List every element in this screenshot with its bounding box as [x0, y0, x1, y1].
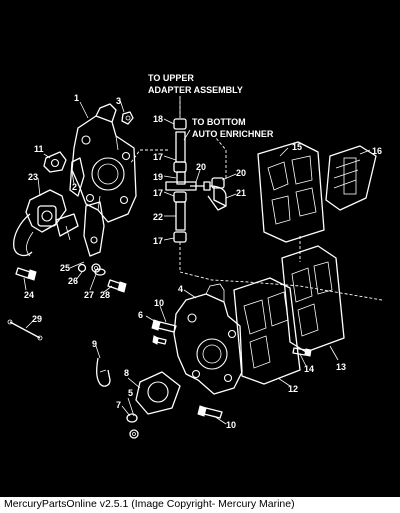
arrow-bottom	[183, 129, 191, 141]
callout-17c: 17	[153, 236, 163, 246]
reed-block-16	[325, 145, 377, 211]
callout-3: 3	[116, 96, 121, 106]
callout-12: 12	[288, 384, 298, 394]
callout-7: 7	[116, 400, 121, 410]
fasteners-lower	[126, 319, 223, 439]
callout-6: 6	[138, 310, 143, 320]
callout-21: 21	[236, 188, 246, 198]
caption-upper-line1: TO UPPER	[148, 73, 194, 83]
callout-10b: 10	[226, 420, 236, 430]
footer-bar: MercuryPartsOnline v2.5.1 (Image Copyrig…	[0, 497, 400, 513]
callout-26: 26	[68, 276, 78, 286]
callout-19: 19	[153, 172, 163, 182]
copyright-text: MercuryPartsOnline v2.5.1 (Image Copyrig…	[4, 498, 295, 510]
callout-8: 8	[124, 368, 129, 378]
reed-gasket-15	[257, 141, 325, 243]
callout-25: 25	[60, 263, 70, 273]
callout-22: 22	[153, 212, 163, 222]
hose-fittings-column	[165, 118, 227, 243]
callout-16: 16	[372, 146, 382, 156]
callout-23: 23	[28, 172, 38, 182]
callout-18: 18	[153, 114, 163, 124]
callout-29: 29	[32, 314, 42, 324]
callout-14: 14	[304, 364, 314, 374]
reed-gasket-13	[281, 245, 345, 353]
solenoid-assembly-23	[13, 189, 79, 257]
rod-part-29	[7, 319, 43, 341]
callout-28: 28	[100, 290, 110, 300]
caption-upper-line2: ADAPTER ASSEMBLY	[148, 85, 243, 95]
callout-5: 5	[128, 388, 133, 398]
callout-24: 24	[24, 290, 34, 300]
callout-1: 1	[74, 93, 79, 103]
callout-17b: 17	[153, 188, 163, 198]
exploded-parts-diagram: TO UPPER ADAPTER ASSEMBLY TO BOTTOM AUTO…	[0, 0, 400, 497]
callout-15: 15	[292, 142, 302, 152]
adapter-plate-upper	[71, 103, 137, 223]
callout-20b: 20	[236, 168, 246, 178]
fasteners-left	[15, 263, 127, 293]
callout-13: 13	[336, 362, 346, 372]
screw-part-14	[292, 347, 312, 357]
callout-numbers: 1 3 11 2 23 25 24 26 27 28 29 18 17 19 1…	[24, 93, 382, 430]
reed-gasket-12	[233, 277, 301, 385]
callout-2: 2	[72, 182, 77, 192]
plate-part-25	[83, 201, 105, 257]
callout-leaders	[23, 99, 371, 425]
clip-part-3	[121, 111, 134, 125]
callout-11: 11	[34, 144, 44, 154]
bracket-part-11	[43, 151, 67, 173]
gasket-part-8	[135, 371, 181, 415]
callout-10a: 10	[154, 298, 164, 308]
diagram-drawing: TO UPPER ADAPTER ASSEMBLY TO BOTTOM AUTO…	[7, 73, 383, 439]
adapter-plate-lower	[173, 283, 243, 395]
callout-20a: 20	[196, 162, 206, 172]
callout-9: 9	[92, 339, 97, 349]
gasket-part-2	[69, 157, 85, 197]
callout-17a: 17	[153, 152, 163, 162]
routing-dashed-lines	[129, 96, 383, 301]
clamp-part-9	[96, 357, 111, 387]
caption-bottom-line2: AUTO ENRICHNER	[192, 129, 274, 139]
caption-bottom-line1: TO BOTTOM	[192, 117, 246, 127]
callout-4: 4	[178, 284, 183, 294]
callout-27: 27	[84, 290, 94, 300]
